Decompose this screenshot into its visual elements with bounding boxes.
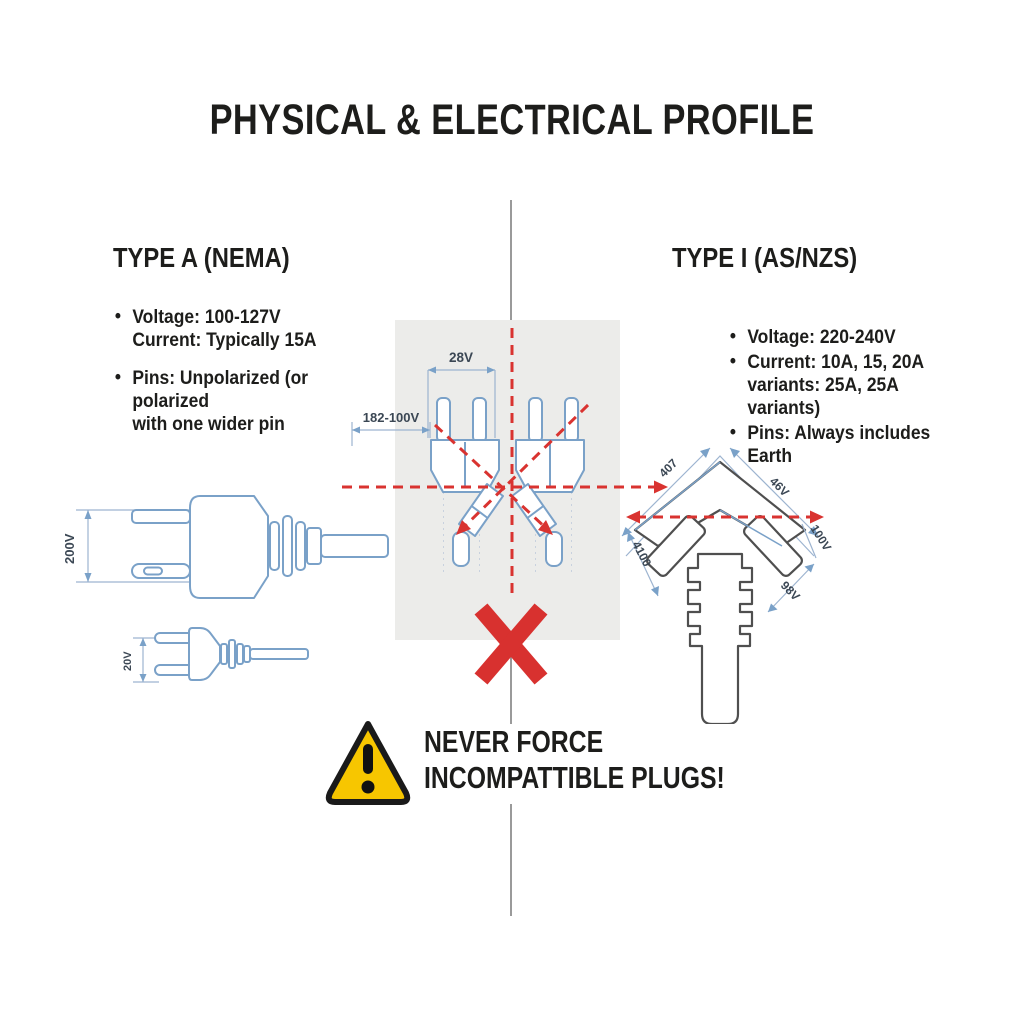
type-a-bullet-pins: • Pins: Unpolarized (or polarized with o… [114,367,309,435]
slanted-blade [743,515,803,577]
type-a-heading: TYPE A (NEMA) [113,242,290,273]
strain-relief-rib [220,643,228,665]
alignment-annotations-overlay: 28V 182-100V [342,328,824,685]
type-i-bullet-voltage: • Voltage: 220-240V [729,326,896,348]
warning-line-1: NEVER FORCE [424,724,604,759]
diagonal-arrow [433,423,549,531]
diagonal-arrow [460,403,590,531]
cord-collar [306,527,322,565]
right-arrowhead [654,480,668,494]
cord-end [545,531,563,567]
dimension-28v: 28V [427,350,496,438]
type-a-bullet-voltage: • Voltage: 100-127V Current: Typically 1… [114,306,317,351]
diagonal-arrowhead [538,520,553,535]
dimension-20v: 20V [122,637,159,683]
strain-relief-rib [236,643,244,665]
type-a-bullets: • Voltage: 100-127V Current: Typically 1… [113,306,389,451]
page-title: PHYSICAL & ELECTRICAL PROFILE [0,96,1024,145]
dim-label-200v: 200V [62,533,77,564]
bullet-icon: • [729,422,736,443]
strain-relief-rib [282,515,293,577]
type-i-heading: TYPE I (AS/NZS) [672,242,858,273]
type-a-small-plug-side-view: 20V [122,627,309,683]
red-centerlines [342,328,824,600]
type-i-bullets: • Voltage: 220-240V • Current: 10A, 15, … [728,326,967,483]
warning-text: NEVER FORCE INCOMPATTIBLE PLUGS! [424,724,742,804]
bullet-icon: • [114,367,121,388]
right-arrowhead [810,510,824,524]
blade-hole [143,566,163,576]
dim-label-28v: 28V [449,350,473,365]
incompatible-x-icon [474,603,548,685]
slanted-blade [646,515,706,577]
dimension-182-100v: 182-100V [351,410,431,446]
bullet-icon: • [114,306,121,327]
diagonal-arrowhead [456,520,471,535]
flat-blade [131,509,191,524]
cord-collar [470,505,489,519]
center-comparison-panel [395,320,620,640]
type-i-bullet-pins: • Pins: Always includes Earth [729,422,931,467]
warning-triangle-icon [325,721,411,805]
bullet-icon: • [729,351,736,372]
dim-label-20v: 20V [122,651,134,671]
cord [249,648,309,660]
page-title-text: PHYSICAL & ELECTRICAL PROFILE [209,96,815,144]
plug-art [633,460,807,726]
bullet-icon: • [729,326,736,347]
blue-accent [634,461,721,531]
dim-label-182-100v: 182-100V [363,410,420,425]
strain-relief-rib [228,639,236,669]
cord [320,534,389,558]
type-i-plug-view: 407 46V 4100 100V [621,447,834,726]
plug-art [131,495,389,599]
warning-line-2: INCOMPATTIBLE PLUGS! [424,760,725,795]
left-arrowhead [626,510,640,524]
cord-collar [526,505,544,519]
type-a-plug-side-view: 200V [62,495,389,599]
strain-relief-rib [269,521,280,571]
round-pin [154,664,194,676]
exclamation-bar [363,744,373,774]
plug-body [188,627,221,681]
round-pin [154,632,194,644]
plug-art [154,627,309,681]
plug-body [189,495,269,599]
type-i-bullet-current: • Current: 10A, 15, 20A variants: 25A, 2… [729,351,925,419]
strain-relief-rib [295,521,306,571]
exclamation-dot [361,780,375,794]
